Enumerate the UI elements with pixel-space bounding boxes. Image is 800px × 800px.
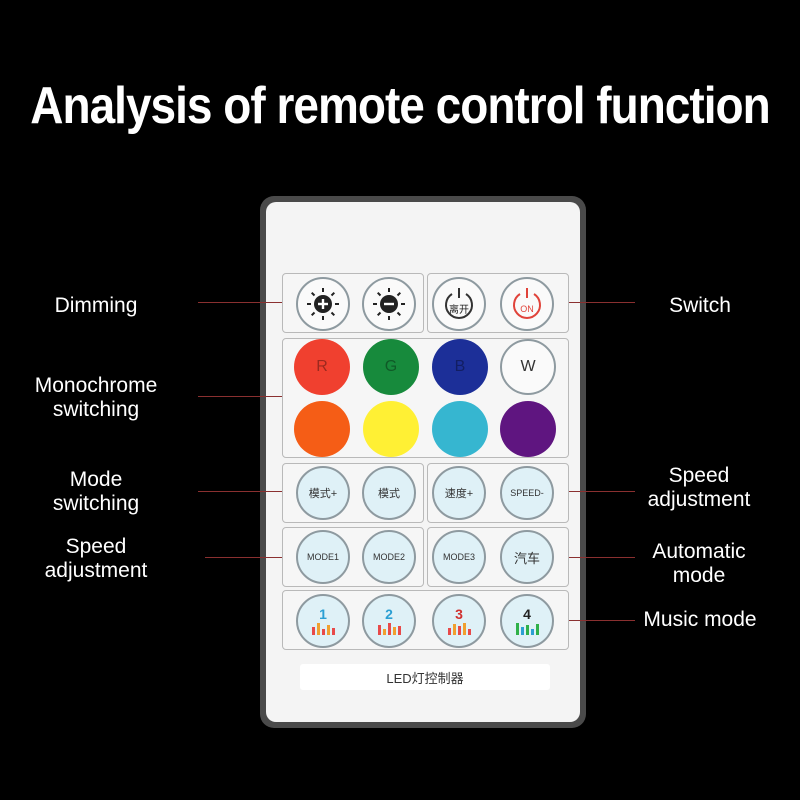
label-monochrome-line1: Monochrome bbox=[34, 374, 158, 397]
green-letter: G bbox=[384, 358, 398, 375]
leader-line-auto bbox=[569, 557, 635, 558]
speed-plus-label: 速度+ bbox=[444, 488, 474, 500]
label-music: Music mode bbox=[630, 608, 770, 632]
label-auto-line2: mode bbox=[672, 564, 726, 587]
equalizer-icon bbox=[377, 623, 401, 635]
power-on-button[interactable]: ON bbox=[500, 277, 554, 331]
red-button[interactable]: R bbox=[294, 339, 350, 395]
speed-minus-button[interactable]: SPEED- bbox=[500, 466, 554, 520]
red-letter: R bbox=[316, 358, 328, 375]
blue-button[interactable]: B bbox=[432, 339, 488, 395]
page-title: Analysis of remote control function bbox=[30, 75, 770, 135]
white-letter: W bbox=[520, 358, 536, 375]
speed-plus-button[interactable]: 速度+ bbox=[432, 466, 486, 520]
label-dimming: Dimming bbox=[40, 294, 152, 318]
mode-button[interactable]: 模式 bbox=[362, 466, 416, 520]
leader-line-switch bbox=[569, 302, 635, 303]
brightness-up-button[interactable] bbox=[296, 277, 350, 331]
leader-line-speed-left bbox=[205, 557, 282, 558]
label-dimming-text: Dimming bbox=[54, 294, 138, 317]
car-mode-label: 汽车 bbox=[513, 550, 540, 566]
music-mode-2-button[interactable]: 2 bbox=[362, 594, 416, 648]
power-on-label: ON bbox=[520, 304, 534, 314]
mode-plus-button[interactable]: 模式+ bbox=[296, 466, 350, 520]
equalizer-icon bbox=[447, 623, 471, 635]
music-mode-2-number: 2 bbox=[385, 606, 393, 622]
label-mode-line1: Mode bbox=[69, 468, 123, 491]
mode-label: 模式 bbox=[378, 488, 400, 500]
mode-plus-label: 模式+ bbox=[308, 488, 338, 500]
leader-line-monochrome bbox=[198, 396, 282, 397]
blue-letter: B bbox=[454, 358, 466, 375]
white-button[interactable]: W bbox=[500, 339, 556, 395]
yellow-button[interactable] bbox=[363, 401, 419, 457]
mode2-label: MODE2 bbox=[372, 552, 405, 562]
leader-line-music bbox=[569, 620, 635, 621]
music-mode-3-button[interactable]: 3 bbox=[432, 594, 486, 648]
green-button[interactable]: G bbox=[363, 339, 419, 395]
label-speed-left-line1: Speed bbox=[65, 535, 127, 558]
label-speed-right-line2: adjustment bbox=[647, 488, 751, 511]
label-speed-right: Speed adjustment bbox=[628, 464, 770, 512]
mode2-button[interactable]: MODE2 bbox=[362, 530, 416, 584]
mode3-label: MODE3 bbox=[442, 552, 475, 562]
label-auto-line1: Automatic bbox=[652, 540, 746, 563]
label-mode: Mode switching bbox=[30, 468, 162, 516]
music-mode-3-number: 3 bbox=[455, 606, 463, 622]
label-speed-left-line2: adjustment bbox=[44, 559, 148, 582]
label-music-text: Music mode bbox=[643, 608, 757, 631]
music-mode-4-button[interactable]: 4 bbox=[500, 594, 554, 648]
mode1-button[interactable]: MODE1 bbox=[296, 530, 350, 584]
brightness-down-icon bbox=[373, 288, 405, 320]
orange-button[interactable] bbox=[294, 401, 350, 457]
power-icon bbox=[445, 288, 473, 319]
power-off-button[interactable]: 离开 bbox=[432, 277, 486, 331]
cyan-button[interactable] bbox=[432, 401, 488, 457]
label-mode-line2: switching bbox=[52, 492, 140, 515]
equalizer-icon bbox=[515, 623, 539, 635]
label-switch: Switch bbox=[648, 294, 752, 318]
speed-minus-label: SPEED- bbox=[510, 488, 544, 498]
leader-line-mode bbox=[198, 491, 282, 492]
purple-button[interactable] bbox=[500, 401, 556, 457]
label-monochrome-line2: switching bbox=[52, 398, 140, 421]
power-off-label: 离开 bbox=[449, 304, 469, 316]
label-speed-left: Speed adjustment bbox=[26, 535, 166, 583]
label-monochrome: Monochrome switching bbox=[18, 374, 174, 422]
brightness-down-button[interactable] bbox=[362, 277, 416, 331]
brightness-up-icon bbox=[307, 288, 339, 320]
leader-line-dimming bbox=[198, 302, 282, 303]
music-mode-4-number: 4 bbox=[523, 606, 531, 622]
car-mode-button[interactable]: 汽车 bbox=[500, 530, 554, 584]
power-on-icon bbox=[513, 288, 541, 319]
label-auto: Automatic mode bbox=[628, 540, 770, 588]
label-speed-right-line1: Speed bbox=[668, 464, 730, 487]
music-mode-1-button[interactable]: 1 bbox=[296, 594, 350, 648]
mode1-label: MODE1 bbox=[306, 552, 339, 562]
leader-line-speed-right bbox=[569, 491, 635, 492]
equalizer-icon bbox=[311, 623, 335, 635]
remote-footer-label: LED灯控制器 bbox=[300, 664, 550, 690]
music-mode-1-number: 1 bbox=[319, 606, 327, 622]
mode3-button[interactable]: MODE3 bbox=[432, 530, 486, 584]
label-switch-text: Switch bbox=[669, 294, 731, 317]
